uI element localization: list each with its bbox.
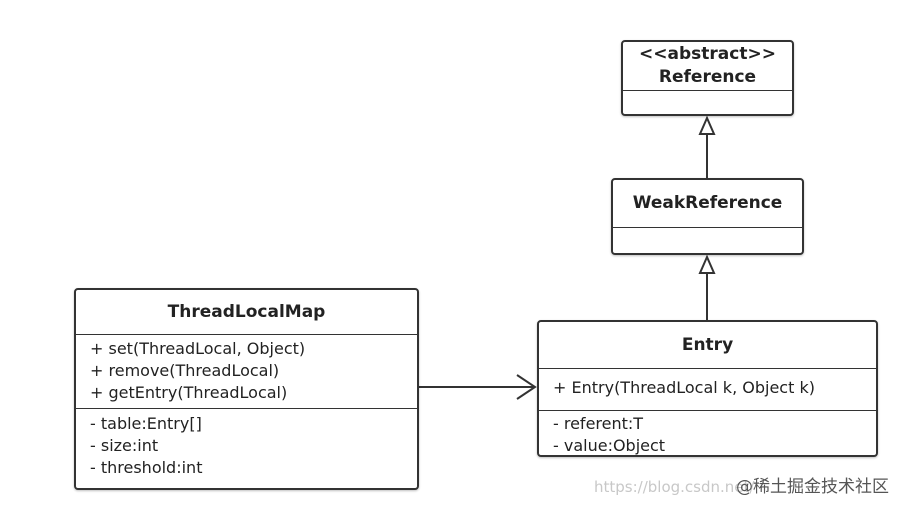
- field-row: - value:Object: [553, 436, 666, 455]
- field-row: - size:int: [90, 436, 159, 455]
- field-row: - table:Entry[]: [90, 414, 202, 433]
- inheritance-arrowhead: [698, 254, 716, 274]
- class-name: Reference: [658, 67, 757, 87]
- attributes-section: [613, 227, 802, 253]
- method-row: + Entry(ThreadLocal k, Object k): [553, 378, 815, 397]
- inheritance-arrowhead: [698, 115, 716, 135]
- method-row: + remove(ThreadLocal): [90, 361, 280, 380]
- class-reference[interactable]: <<abstract>> Reference: [621, 40, 794, 116]
- watermark-site: @稀土掘金技术社区: [736, 477, 889, 497]
- watermark-url: https://blog.csdn.net/: [594, 478, 755, 496]
- class-threadlocalmap[interactable]: ThreadLocalMap + set(ThreadLocal, Object…: [74, 288, 419, 490]
- fields-section: - referent:T - value:Object: [539, 410, 876, 457]
- attributes-section: [623, 90, 792, 114]
- method-row: + set(ThreadLocal, Object): [90, 339, 306, 358]
- methods-section: + Entry(ThreadLocal k, Object k): [539, 368, 876, 410]
- class-name: Entry: [681, 335, 734, 355]
- association-arrowhead: [516, 374, 537, 400]
- class-name: WeakReference: [632, 193, 783, 213]
- class-weakreference[interactable]: WeakReference: [611, 178, 804, 255]
- method-row: + getEntry(ThreadLocal): [90, 383, 288, 402]
- class-title: <<abstract>> Reference: [623, 42, 792, 90]
- methods-section: + set(ThreadLocal, Object) + remove(Thre…: [76, 334, 417, 408]
- stereotype-label: <<abstract>>: [639, 44, 776, 64]
- class-entry[interactable]: Entry + Entry(ThreadLocal k, Object k) -…: [537, 320, 878, 457]
- field-row: - threshold:int: [90, 458, 203, 477]
- class-name: ThreadLocalMap: [167, 302, 326, 322]
- field-row: - referent:T: [553, 414, 644, 433]
- fields-section: - table:Entry[] - size:int - threshold:i…: [76, 408, 417, 479]
